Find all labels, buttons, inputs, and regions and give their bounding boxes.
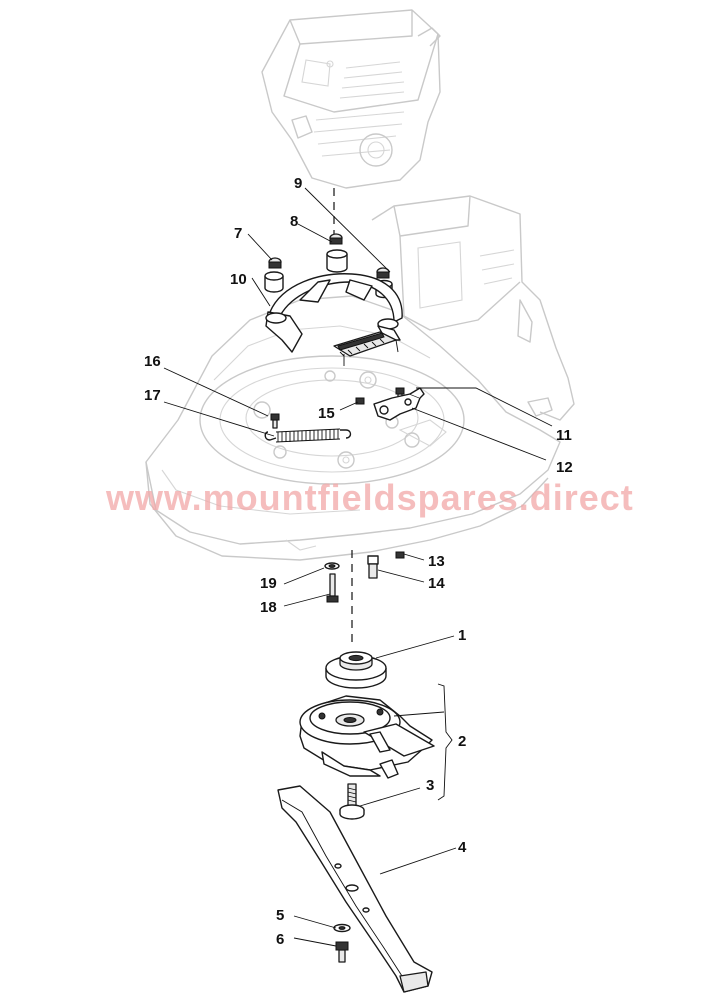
callout-5: 5 xyxy=(276,907,284,924)
part-1-blade-adaptor xyxy=(325,651,387,689)
part-4-cutting-blade xyxy=(277,785,433,993)
callout-4: 4 xyxy=(458,839,467,856)
callout-18: 18 xyxy=(260,599,277,616)
callout-6: 6 xyxy=(276,931,284,948)
callout-12: 12 xyxy=(556,459,573,476)
callout-14: 14 xyxy=(428,575,445,592)
part-18-bolt xyxy=(326,573,339,603)
mower-deck-illustration xyxy=(145,195,575,561)
part-9-nut xyxy=(376,267,390,279)
part-13-nut xyxy=(395,551,405,559)
callout-13: 13 xyxy=(428,553,445,570)
callout-8: 8 xyxy=(290,213,298,230)
callout-17: 17 xyxy=(144,387,161,404)
part-2-blade-brake-clutch xyxy=(299,695,435,779)
callout-9: 9 xyxy=(294,175,302,192)
callout-2: 2 xyxy=(458,733,466,750)
callout-10: 10 xyxy=(230,271,247,288)
callout-16: 16 xyxy=(144,353,161,370)
leader-lines xyxy=(163,187,553,947)
callout-1: 1 xyxy=(458,627,466,644)
part-7-rubber-mount xyxy=(264,271,284,293)
callout-15: 15 xyxy=(318,405,335,422)
callout-11: 11 xyxy=(556,427,572,444)
part-17-spring xyxy=(264,428,352,443)
watermark-text: www.mountfieldspares.direct xyxy=(105,477,634,518)
callout-19: 19 xyxy=(260,575,277,592)
part-8-rubber-mount xyxy=(326,249,348,273)
part-6-blade-bolt xyxy=(335,941,349,963)
part-5-washer xyxy=(333,923,351,933)
part-7-nut xyxy=(268,257,282,269)
part-10-mounting-ring xyxy=(265,273,403,366)
part-14-pivot-pin xyxy=(367,555,379,579)
callout-7: 7 xyxy=(234,225,242,242)
callout-3: 3 xyxy=(426,777,434,794)
bracket-part-2 xyxy=(437,683,453,801)
part-12-brake-lever xyxy=(373,387,425,421)
part-15-screw xyxy=(355,397,365,405)
engine-illustration xyxy=(261,9,441,189)
part-16-screw xyxy=(270,413,280,429)
part-19-washer xyxy=(324,562,340,570)
part-3-clutch-bolt xyxy=(339,783,365,820)
part-8-nut xyxy=(329,233,343,245)
